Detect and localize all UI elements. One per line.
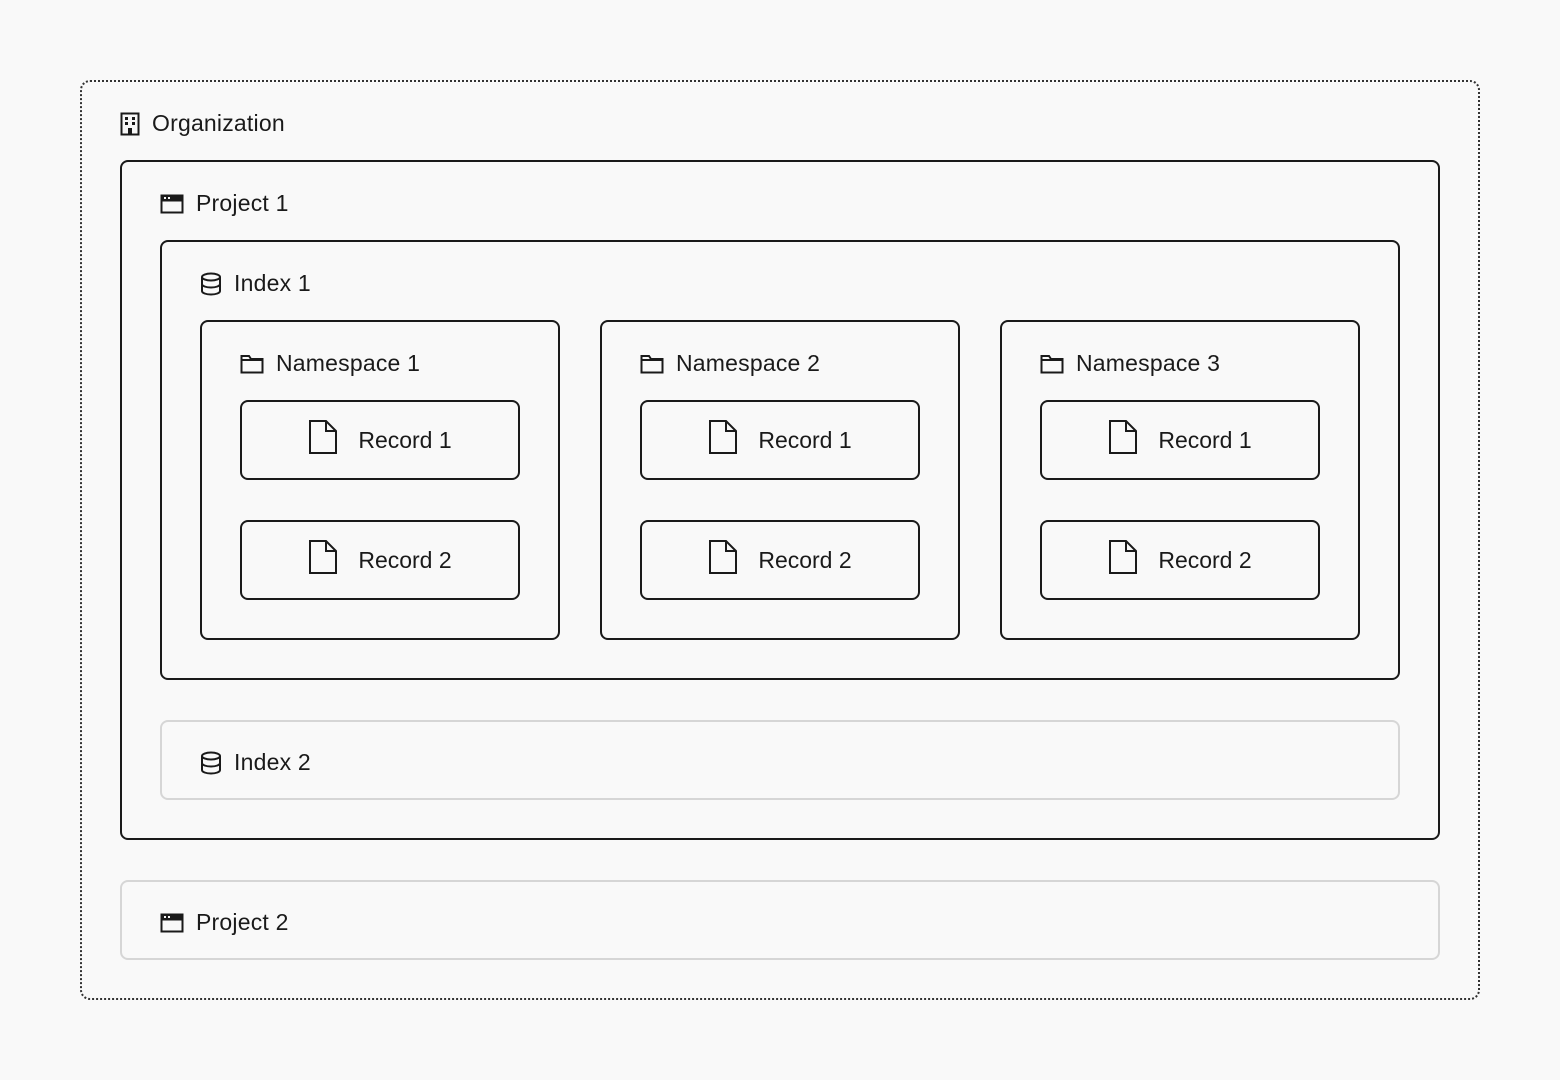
project-1-header: Project 1 bbox=[160, 190, 289, 217]
window-icon bbox=[160, 194, 184, 214]
index-2-label: Index 2 bbox=[234, 749, 311, 775]
document-icon bbox=[1108, 419, 1138, 461]
database-icon bbox=[200, 751, 222, 775]
window-icon bbox=[160, 913, 184, 933]
document-icon bbox=[308, 539, 338, 581]
namespace-3-container[interactable]: Namespace 3 bbox=[1000, 320, 1360, 640]
namespace-2-label: Namespace 2 bbox=[676, 350, 821, 376]
namespace-1-record-2[interactable]: Record 2 bbox=[240, 520, 520, 600]
document-icon bbox=[308, 419, 338, 461]
project-1-label: Project 1 bbox=[196, 190, 289, 216]
namespace-2-container[interactable]: Namespace 2 bbox=[600, 320, 960, 640]
record-label: Record 2 bbox=[1158, 546, 1252, 573]
namespace-2-record-1[interactable]: Record 1 bbox=[640, 400, 920, 480]
index-2-container[interactable]: Index 2 bbox=[160, 720, 1400, 800]
namespace-1-container[interactable]: Namespace 1 bbox=[200, 320, 560, 640]
index-1-container[interactable]: Index 1 bbox=[160, 240, 1400, 680]
record-label: Record 1 bbox=[358, 426, 452, 453]
folder-icon bbox=[640, 354, 664, 374]
organization-label: Organization bbox=[152, 110, 285, 136]
namespace-1-record-1[interactable]: Record 1 bbox=[240, 400, 520, 480]
project-2-label: Project 2 bbox=[196, 909, 289, 935]
record-label: Record 1 bbox=[758, 426, 852, 453]
namespace-1-label: Namespace 1 bbox=[276, 350, 421, 376]
organization-header: Organization bbox=[120, 110, 285, 137]
namespace-1-header: Namespace 1 bbox=[240, 350, 420, 377]
record-label: Record 2 bbox=[758, 546, 852, 573]
index-1-label: Index 1 bbox=[234, 270, 311, 296]
building-icon bbox=[120, 112, 140, 136]
project-1-container[interactable]: Project 1 bbox=[120, 160, 1440, 840]
folder-icon bbox=[240, 354, 264, 374]
organization-container: Organization bbox=[80, 80, 1480, 1000]
document-icon bbox=[1108, 539, 1138, 581]
namespace-3-header: Namespace 3 bbox=[1040, 350, 1220, 377]
index-2-header: Index 2 bbox=[200, 749, 311, 776]
index-1-header: Index 1 bbox=[200, 270, 311, 297]
namespace-3-record-1[interactable]: Record 1 bbox=[1040, 400, 1320, 480]
project-2-container[interactable]: Project 2 bbox=[120, 880, 1440, 960]
record-label: Record 2 bbox=[358, 546, 452, 573]
document-icon bbox=[708, 539, 738, 581]
record-label: Record 1 bbox=[1158, 426, 1252, 453]
database-icon bbox=[200, 272, 222, 296]
namespace-2-header: Namespace 2 bbox=[640, 350, 820, 377]
project-2-header: Project 2 bbox=[160, 909, 289, 936]
namespace-2-record-2[interactable]: Record 2 bbox=[640, 520, 920, 600]
document-icon bbox=[708, 419, 738, 461]
namespace-3-label: Namespace 3 bbox=[1076, 350, 1221, 376]
folder-icon bbox=[1040, 354, 1064, 374]
namespace-3-record-2[interactable]: Record 2 bbox=[1040, 520, 1320, 600]
